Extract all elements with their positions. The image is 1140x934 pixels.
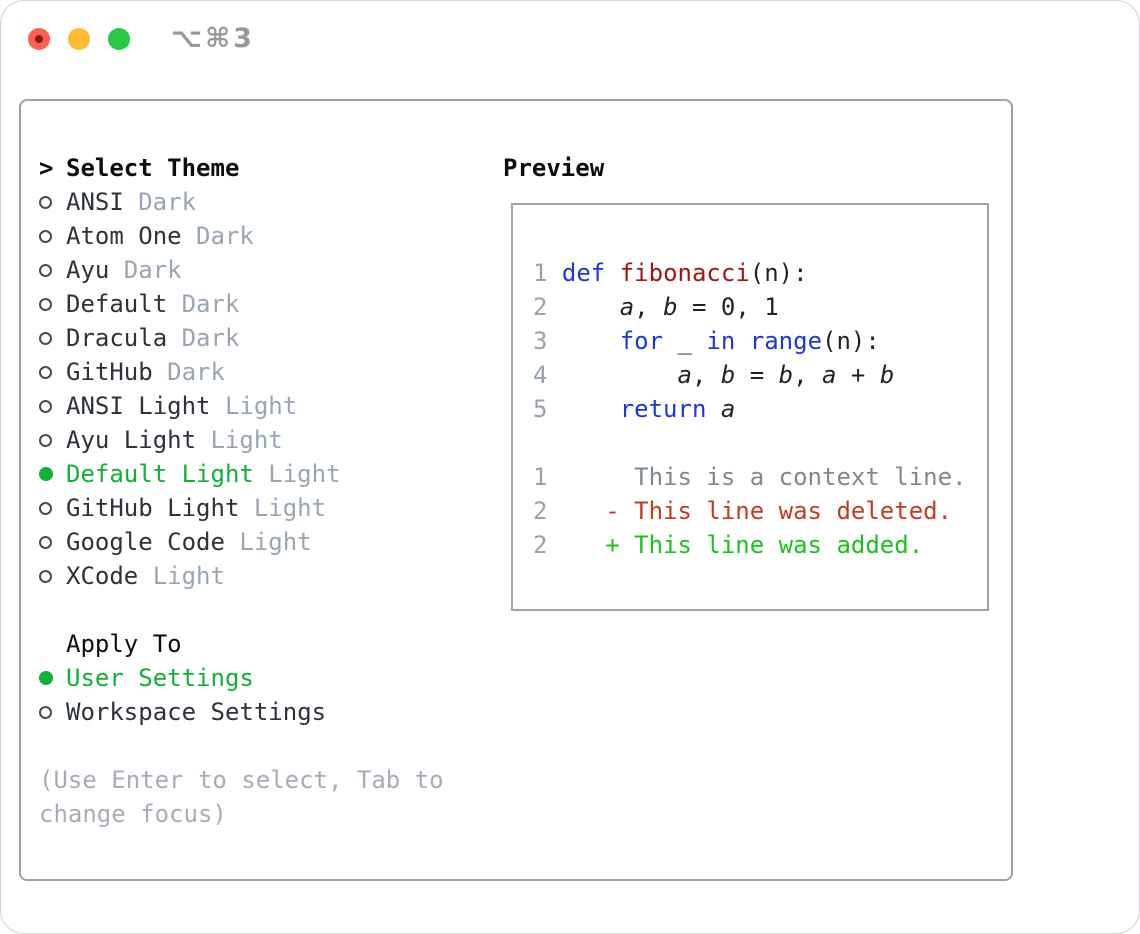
apply-option-user-settings[interactable]: User Settings — [39, 661, 444, 695]
hint-line-2: change focus) — [39, 800, 227, 828]
theme-variant: Dark — [181, 290, 240, 318]
diff-text: This is a context line. — [561, 463, 967, 491]
radio-selected-icon — [39, 671, 66, 685]
spacer — [39, 729, 444, 763]
code-line-3: 3 for _ in range(n): — [533, 327, 880, 355]
spacer — [39, 593, 444, 627]
radio-icon — [39, 433, 66, 447]
theme-name: Atom One — [66, 222, 182, 250]
apply-option-label: User Settings — [66, 664, 254, 692]
theme-name: GitHub — [66, 358, 153, 386]
theme-variant: Light — [268, 460, 341, 488]
radio-icon — [39, 263, 66, 277]
code-line-5: 5 return a — [533, 395, 736, 423]
prompt-icon: > — [39, 154, 54, 182]
line-number: 2 — [533, 497, 562, 525]
theme-variant: Dark — [167, 358, 225, 386]
theme-option-atom-one-dark[interactable]: Atom One Dark — [39, 219, 444, 253]
line-number: 3 — [533, 327, 562, 355]
theme-variant: Dark — [138, 188, 197, 216]
theme-name: XCode — [66, 562, 139, 590]
diff-line-context: 1 This is a context line. — [533, 460, 966, 494]
select-theme-title: Select Theme — [66, 154, 240, 182]
apply-to-title: Apply To — [66, 630, 182, 658]
theme-option-ansi-light-light[interactable]: ANSI Light Light — [39, 389, 444, 423]
hint-line-1: (Use Enter to select, Tab to — [39, 766, 444, 794]
theme-variant: Light — [152, 562, 225, 590]
radio-icon — [39, 331, 66, 345]
theme-variant: Dark — [123, 256, 182, 284]
theme-option-default-dark[interactable]: Default Dark — [39, 287, 444, 321]
theme-name: ANSI — [66, 188, 124, 216]
theme-variant: Light — [253, 494, 327, 522]
radio-icon — [39, 535, 66, 549]
radio-icon — [39, 569, 66, 583]
diff-line-added: 2 + This line was added. — [533, 528, 966, 562]
diff-line-deleted: 2 - This line was deleted. — [533, 494, 966, 528]
theme-option-xcode-light[interactable]: XCode Light — [39, 559, 444, 593]
radio-icon — [39, 297, 66, 311]
theme-name: Dracula — [66, 324, 168, 352]
code-line-4: 4 a, b = b, a + b — [533, 361, 895, 389]
apply-to-header-row: Apply To — [39, 627, 444, 661]
theme-option-github-dark[interactable]: GitHub Dark — [39, 355, 444, 389]
blank-line — [533, 426, 966, 460]
radio-icon — [39, 399, 66, 413]
theme-option-google-code-light[interactable]: Google Code Light — [39, 525, 444, 559]
theme-variant: Light — [224, 392, 298, 420]
line-number: 2 — [533, 531, 562, 559]
code-line-1: 1 def fibonacci(n): — [533, 259, 808, 287]
theme-option-github-light-light[interactable]: GitHub Light Light — [39, 491, 444, 525]
diff-text: + This line was added. — [561, 531, 924, 559]
radio-icon — [39, 365, 66, 379]
close-button[interactable] — [28, 28, 50, 50]
line-number: 5 — [533, 395, 562, 423]
theme-name: Ayu — [66, 256, 110, 284]
preview-title: Preview — [503, 154, 605, 182]
theme-name: Default — [66, 290, 168, 318]
titlebar: ⌥⌘3 — [28, 23, 255, 54]
select-theme-header-row: > Select Theme — [39, 151, 444, 185]
zoom-button[interactable] — [108, 28, 130, 50]
preview-content: 1 def fibonacci(n): 2 a, b = 0, 1 3 for _ … — [533, 256, 966, 562]
theme-option-default-light-light[interactable]: Default Light Light — [39, 457, 444, 491]
theme-name: Ayu Light — [66, 426, 197, 454]
theme-variant: Light — [239, 528, 312, 556]
theme-name: GitHub Light — [66, 494, 240, 522]
theme-variant: Dark — [181, 324, 240, 352]
theme-option-dracula-dark[interactable]: Dracula Dark — [39, 321, 444, 355]
theme-variant: Light — [210, 426, 283, 454]
line-number: 1 — [533, 259, 562, 287]
line-number: 2 — [533, 293, 562, 321]
radio-icon — [39, 705, 66, 719]
theme-variant: Dark — [196, 222, 254, 250]
theme-name: ANSI Light — [66, 392, 211, 420]
line-number: 4 — [533, 361, 562, 389]
code-line-2: 2 a, b = 0, 1 — [533, 293, 779, 321]
theme-name: Default Light — [66, 460, 254, 488]
apply-option-label: Workspace Settings — [66, 698, 327, 726]
radio-icon — [39, 501, 66, 515]
theme-option-ansi-dark[interactable]: ANSI Dark — [39, 185, 444, 219]
apply-option-workspace-settings[interactable]: Workspace Settings — [39, 695, 444, 729]
diff-text: - This line was deleted. — [561, 497, 953, 525]
theme-option-ayu-light-light[interactable]: Ayu Light Light — [39, 423, 444, 457]
radio-icon — [39, 195, 66, 209]
radio-selected-icon — [39, 467, 66, 481]
minimize-button[interactable] — [68, 28, 90, 50]
window-title-shortcut: ⌥⌘3 — [171, 23, 255, 54]
theme-name: Google Code — [66, 528, 225, 556]
radio-icon — [39, 229, 66, 243]
line-number: 1 — [533, 463, 562, 491]
preview-box: 1 def fibonacci(n): 2 a, b = 0, 1 3 for _ … — [511, 203, 989, 611]
theme-option-ayu-dark[interactable]: Ayu Dark — [39, 253, 444, 287]
